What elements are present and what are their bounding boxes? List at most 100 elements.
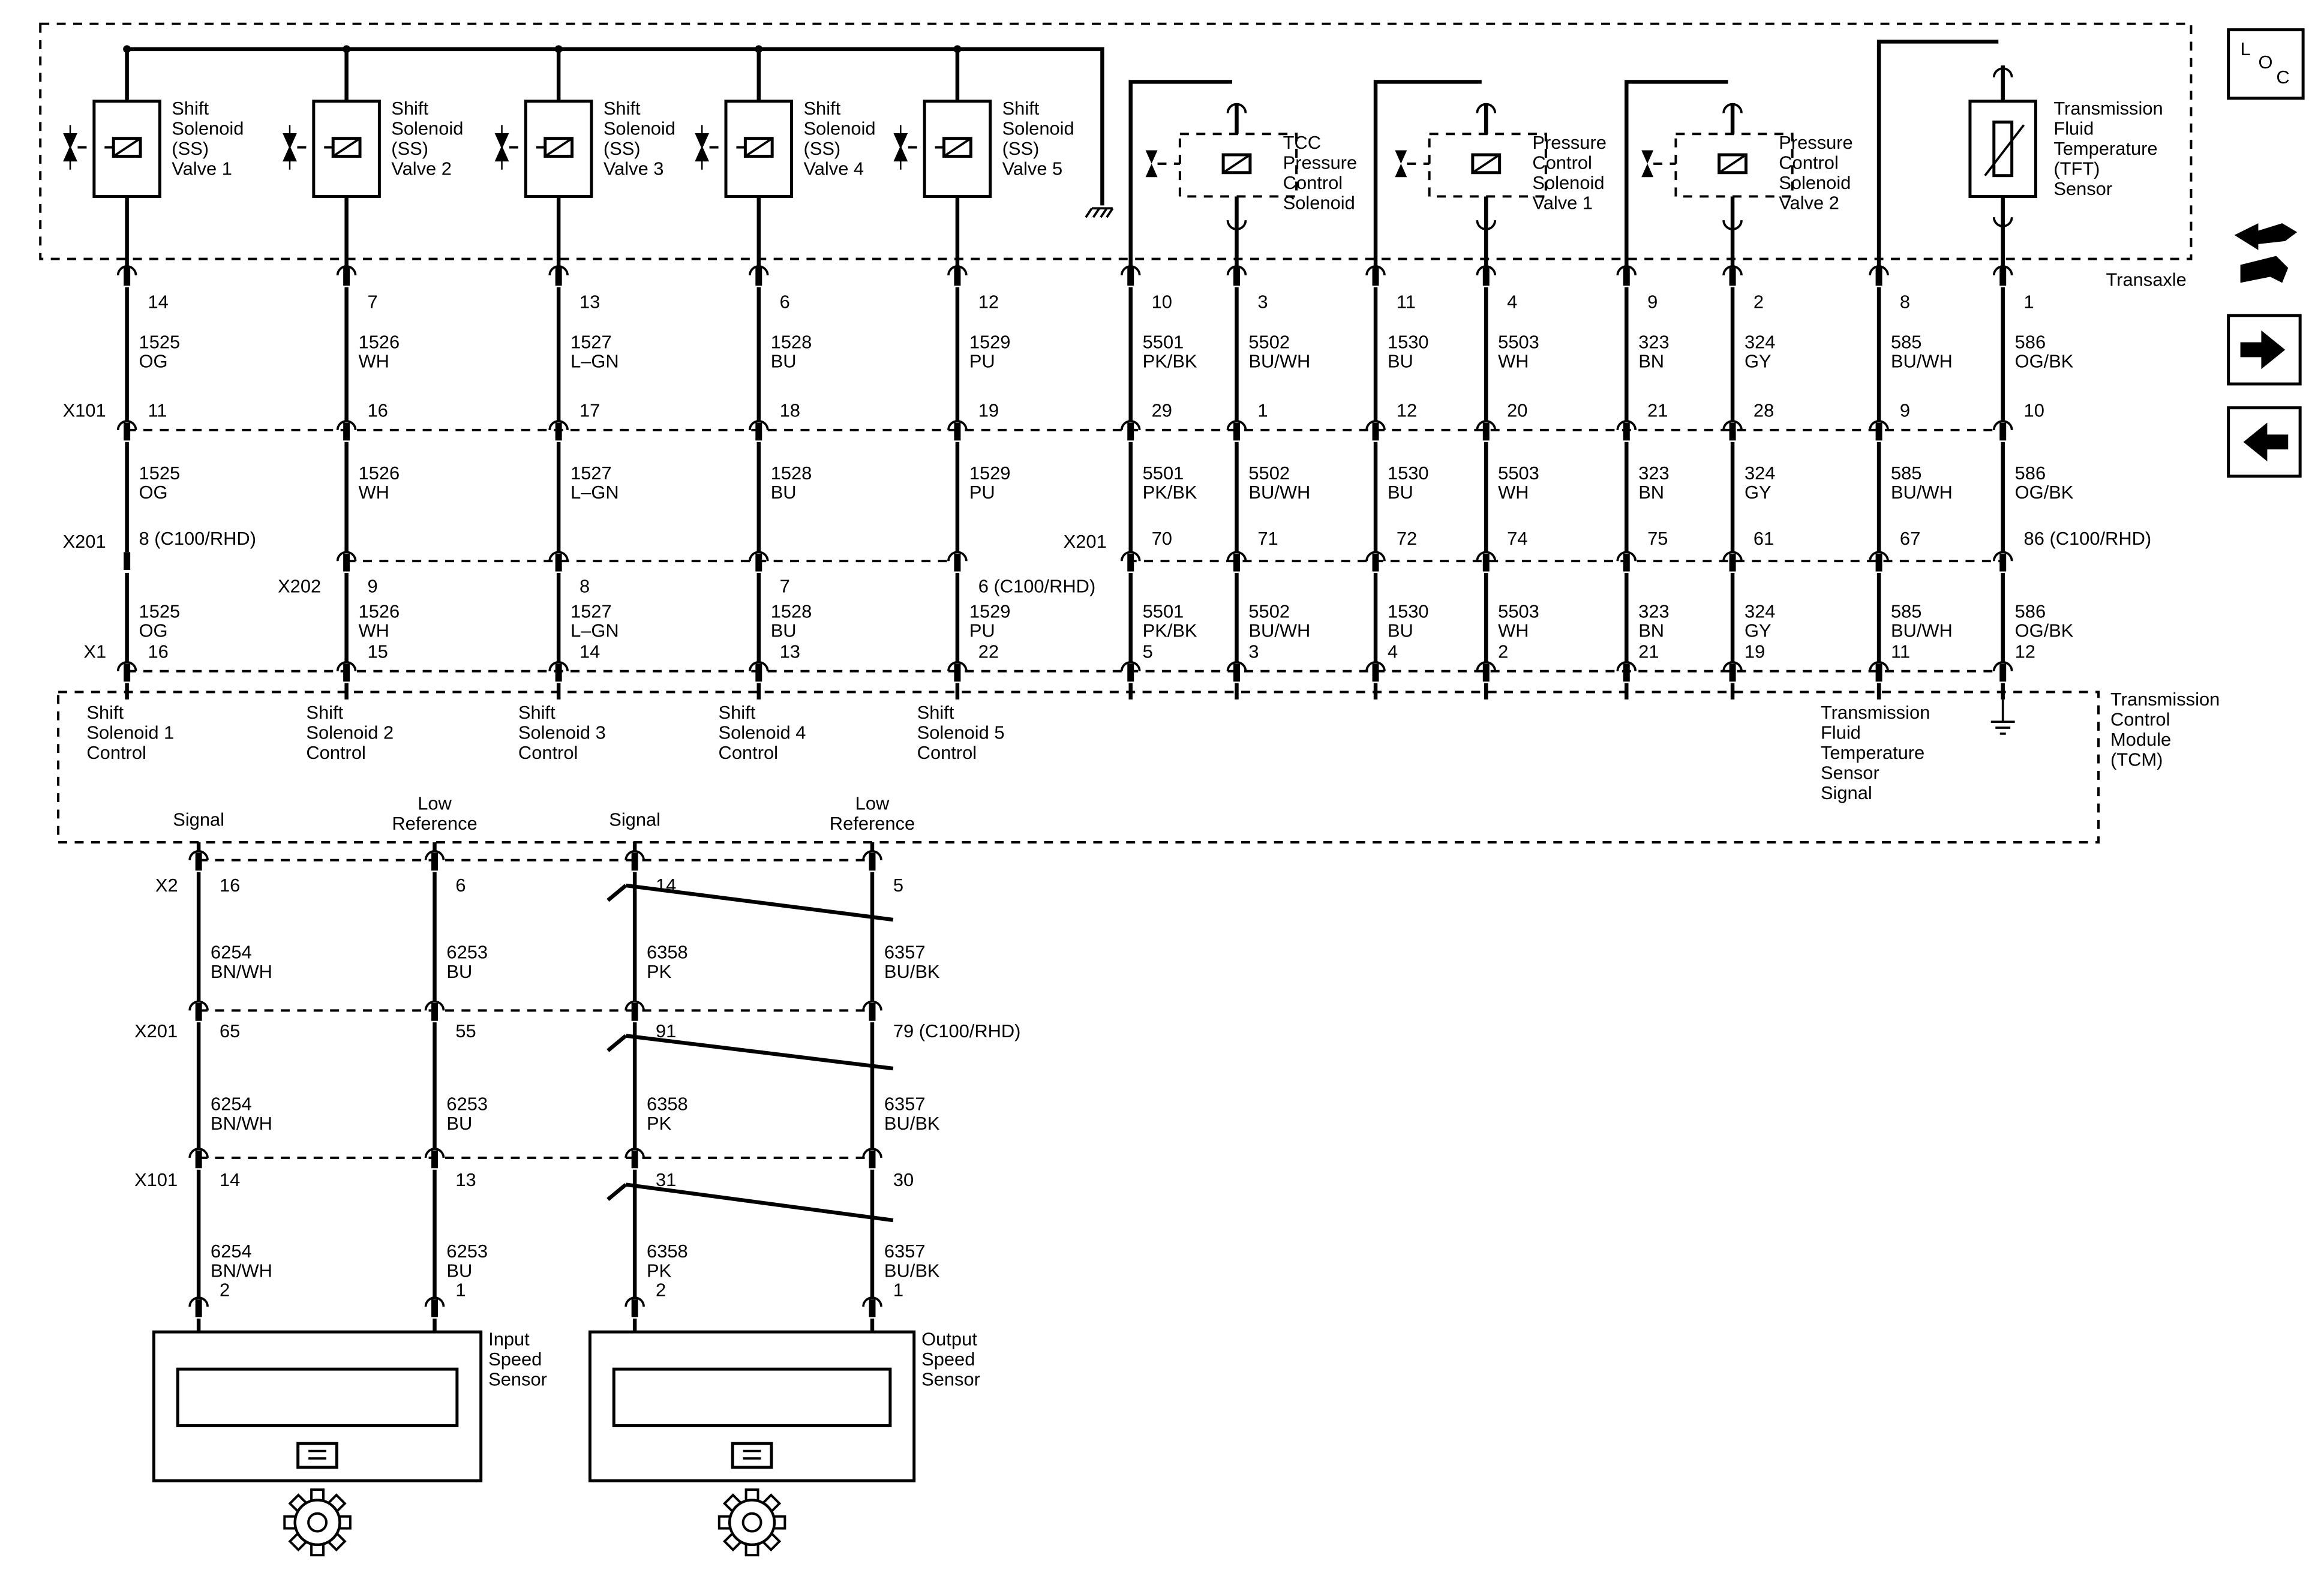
x201-pin: 75 [1647, 528, 1668, 549]
x201-terminal [188, 1000, 209, 1011]
circuit-number: 5501 [1143, 463, 1184, 484]
speed-sensor-label: Sensor [488, 1368, 547, 1389]
transaxle-pin: 13 [580, 292, 600, 313]
circuit-number: 323 [1638, 463, 1669, 484]
device-feed-wire [1128, 80, 1233, 268]
solenoid-coil-icon [113, 137, 142, 158]
wire-color: WH [359, 351, 389, 372]
circuit-number: 1527 [571, 463, 612, 484]
x101-terminal [1226, 420, 1247, 431]
wire-color: OG/BK [2015, 351, 2074, 372]
x201-terminal-pin [431, 1002, 438, 1021]
x2-terminal [188, 850, 209, 860]
transaxle-terminal [1869, 265, 1889, 276]
x1-terminal-pin [555, 664, 562, 682]
x201-terminal-pin [1729, 553, 1736, 572]
x101-terminal-pin [1233, 422, 1240, 441]
wire-color: BN/WH [211, 961, 272, 982]
tcm-output-label: Control [719, 742, 778, 763]
x1-pin: 11 [1891, 641, 1910, 662]
x201-terminal [1992, 551, 2013, 562]
tcm-input-label: Signal [609, 809, 660, 830]
x101-pin: 11 [148, 400, 167, 421]
wire-color: GY [1744, 620, 1771, 641]
sensor-pin: 1 [893, 1280, 903, 1301]
x1-terminal [116, 661, 137, 671]
x1-pin: 3 [1248, 641, 1259, 662]
wire-color: PU [969, 620, 995, 641]
circuit-number: 6254 [211, 1241, 252, 1262]
circuit-number: 5503 [1498, 463, 1539, 484]
circuit-number: 5503 [1498, 332, 1539, 353]
shift-solenoid-label: Valve 1 [172, 158, 232, 179]
sensor-terminal [424, 1296, 445, 1307]
device-terminal [1722, 220, 1743, 230]
valve-icon [494, 125, 509, 170]
x202-pin: 6 (C100/RHD) [978, 575, 1095, 596]
solenoid-coil-icon [744, 137, 773, 158]
tft-sensor-label: Fluid [2053, 118, 2094, 139]
x202-pin: 8 [580, 575, 590, 596]
x1-terminal [336, 661, 357, 671]
x1-pin: 5 [1143, 641, 1153, 662]
transaxle-terminal-pin [1127, 268, 1134, 286]
loc-icon-letter: C [2276, 67, 2289, 88]
x1-pin: 21 [1638, 641, 1659, 662]
solenoid-power-bus [127, 47, 1104, 206]
x1-terminal [1365, 661, 1386, 671]
x201-terminal-pin [1482, 553, 1490, 572]
x101-label: X101 [134, 1169, 178, 1190]
x2-label: X2 [155, 875, 178, 896]
circuit-number: 1530 [1388, 332, 1429, 353]
wire-color: BN [1638, 482, 1664, 503]
solenoid-coil-icon [1471, 153, 1502, 175]
tft-signal-label: Transmission [1821, 702, 1930, 723]
x101-pin: 13 [455, 1169, 476, 1190]
vehicle-wrench-icon[interactable] [2234, 223, 2298, 283]
x2-terminal [862, 850, 882, 860]
tcm-output-label: Solenoid 2 [306, 722, 394, 743]
solenoid-coil-icon [943, 137, 972, 158]
sensor-terminal-pin [631, 1299, 638, 1317]
x101-terminal-pin [1729, 422, 1736, 441]
shift-solenoid-label: Solenoid [603, 118, 675, 139]
transaxle-terminal [1365, 265, 1386, 276]
device-terminal [1226, 103, 1247, 113]
wire-color: WH [1498, 351, 1529, 372]
circuit-number: 1526 [359, 463, 400, 484]
wire-color: BU/WH [1248, 620, 1310, 641]
transaxle-terminal [1992, 265, 2013, 276]
x201-terminal [624, 1000, 645, 1011]
valve-icon [1641, 150, 1654, 178]
bus-splice [554, 45, 563, 53]
x101-terminal-pin [755, 422, 762, 441]
circuit-number: 5503 [1498, 601, 1539, 622]
device-feed-wire [1373, 80, 1482, 268]
x2-terminal-pin [869, 852, 876, 871]
x1-terminal [1992, 661, 2013, 671]
tcm-label: Transmission [2110, 689, 2220, 710]
shift-solenoid-label: Shift [1002, 98, 1040, 119]
x101-pin: 21 [1647, 400, 1668, 421]
x101-terminal [116, 420, 137, 431]
x201-terminal-pin [869, 1002, 876, 1021]
tcm-output-label: Solenoid 3 [518, 722, 606, 743]
circuit-number: 6253 [446, 942, 488, 963]
circuit-number: 6357 [884, 942, 926, 963]
wire-color: BU/WH [1248, 351, 1310, 372]
shift-solenoid-label: (SS) [172, 138, 209, 159]
circuit-number: 323 [1638, 601, 1669, 622]
arrow-right-icon[interactable] [2227, 314, 2302, 386]
x201-pin: 72 [1397, 528, 1417, 549]
wire-color: BU [1388, 351, 1413, 372]
tft-signal-label: Signal [1821, 782, 1872, 803]
arrow-left-icon[interactable] [2227, 406, 2302, 478]
loc-icon-letter: L [2241, 38, 2251, 59]
x1-terminal-pin [124, 664, 131, 682]
tcm-enclosure [57, 691, 2100, 844]
gear-hub [741, 1512, 762, 1533]
x101-terminal-pin [124, 422, 131, 441]
circuit-number: 1526 [359, 601, 400, 622]
circuit-number: 6253 [446, 1241, 488, 1262]
